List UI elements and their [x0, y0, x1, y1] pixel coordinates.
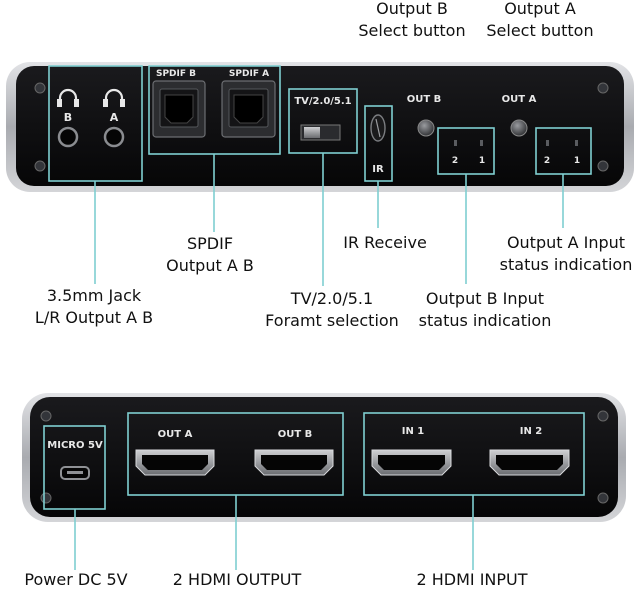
out-a-led-2-label: 2 — [544, 156, 550, 166]
screw-icon — [34, 160, 46, 172]
hdmi-out-b-port-icon — [254, 449, 334, 476]
out-b-led-2-label: 2 — [452, 156, 458, 166]
callout-format-selection: TV/2.0/5.1 Foramt selection — [265, 289, 399, 330]
headphone-a-icon — [103, 88, 125, 107]
jack-a-port-icon — [103, 126, 125, 148]
callout-output-b-status: Output B Input status indication — [418, 289, 552, 330]
callout-jack-output: 3.5mm Jack L/R Output A B — [34, 286, 154, 327]
hdmi-in-1-port-icon — [371, 449, 452, 476]
screw-icon — [597, 82, 609, 94]
screw-icon — [597, 160, 609, 172]
micro-usb-port-icon — [60, 466, 90, 480]
micro-5v-label: MICRO 5V — [47, 440, 103, 451]
spdif-a-label: SPDIF A — [229, 69, 269, 79]
headphone-b-icon — [57, 88, 79, 107]
hdmi-out-b-label: OUT B — [278, 429, 313, 440]
screw-icon — [40, 410, 52, 422]
callout-hdmi-input: 2 HDMI INPUT — [416, 570, 528, 589]
spdif-b-label: SPDIF B — [156, 69, 196, 79]
callout-hdmi-output: 2 HDMI OUTPUT — [172, 570, 302, 589]
callout-spdif-output: SPDIF Output A B — [166, 234, 254, 275]
bottom-panel: MICRO 5V OUT A OUT B IN 1 IN 2 — [22, 393, 626, 522]
out-b-led-1-label: 1 — [479, 156, 485, 166]
hdmi-in-1-label: IN 1 — [402, 426, 425, 437]
out-b-select-button[interactable] — [417, 119, 435, 137]
callout-output-a-status: Output A Input status indication — [499, 233, 633, 274]
hdmi-in-2-label: IN 2 — [520, 426, 543, 437]
bottom-leader-lines — [74, 495, 474, 570]
hdmi-out-a-port-icon — [135, 449, 215, 476]
screw-icon — [34, 82, 46, 94]
out-b-label: OUT B — [407, 94, 442, 105]
hdmi-input-group-outline — [363, 412, 585, 496]
out-a-led-2-icon — [546, 140, 549, 146]
out-b-led-2-icon — [454, 140, 457, 146]
ir-label: IR — [372, 164, 384, 175]
headphone-b-label: B — [64, 111, 72, 124]
jack-b-port-icon — [57, 126, 79, 148]
screw-icon — [40, 492, 52, 504]
ir-sensor-icon — [370, 114, 386, 142]
hdmi-out-a-label: OUT A — [158, 429, 193, 440]
out-a-led-1-label: 1 — [574, 156, 580, 166]
top-panel: B A SPDIF B SPDIF A TV/2.0/5.1 IR — [6, 62, 634, 192]
format-label: TV/2.0/5.1 — [294, 96, 351, 107]
screw-icon — [597, 410, 609, 422]
spdif-b-port-icon — [152, 80, 206, 138]
out-a-led-1-icon — [575, 140, 578, 146]
screw-icon — [597, 492, 609, 504]
out-a-label: OUT A — [502, 94, 537, 105]
switch-knob-icon — [304, 127, 320, 138]
out-b-led-1-icon — [480, 140, 483, 146]
top-leader-lines — [94, 153, 564, 286]
callout-ir-receive: IR Receive — [343, 233, 427, 252]
callout-output-a-select: Output A Select button — [486, 0, 594, 40]
spdif-a-port-icon — [221, 80, 276, 138]
hdmi-in-2-port-icon — [489, 449, 570, 476]
out-a-select-button[interactable] — [510, 119, 528, 137]
callout-output-b-select: Output B Select button — [358, 0, 466, 40]
headphone-a-label: A — [110, 111, 119, 124]
callout-power: Power DC 5V — [24, 570, 128, 589]
